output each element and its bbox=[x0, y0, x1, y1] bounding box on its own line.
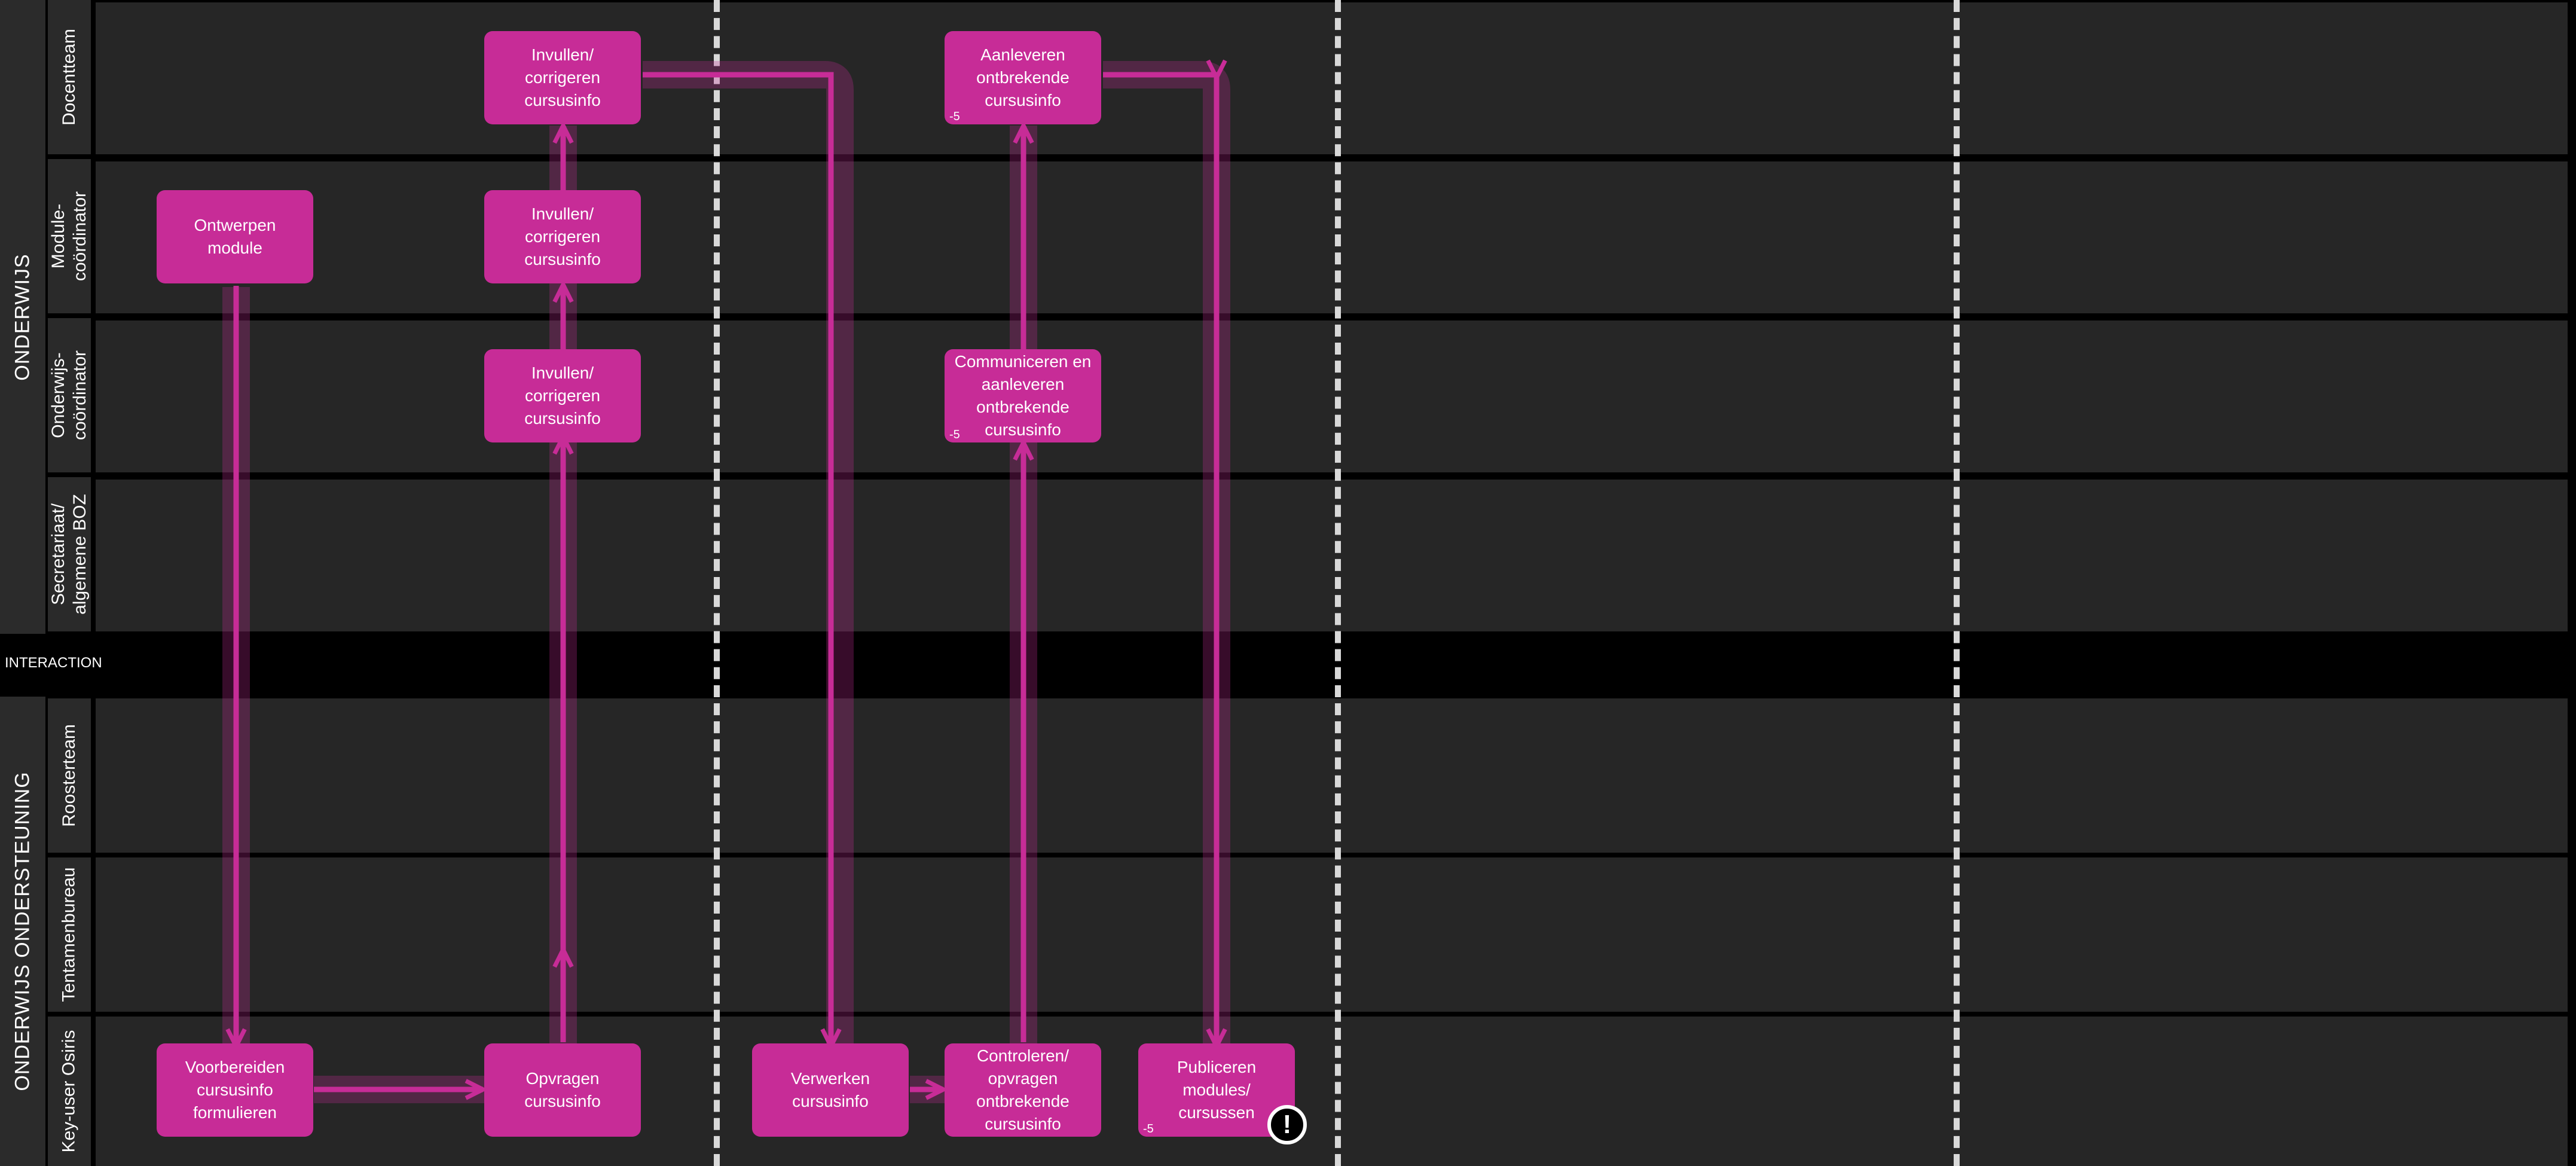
lane-tentamenbureau bbox=[96, 857, 2568, 1012]
step-voorbereiden-cursusinfo-formulieren[interactable]: Voorbereiden cursusinfo formulieren bbox=[157, 1043, 313, 1137]
step-label: Voorbereiden cursusinfo formulieren bbox=[185, 1058, 285, 1122]
step-aanleveren-ontbrekende-cursusinfo[interactable]: Aanleveren ontbrekende cursusinfo -5 bbox=[945, 31, 1101, 124]
step-label: Invullen/ corrigeren cursusinfo bbox=[524, 364, 601, 428]
step-controleren-opvragen[interactable]: Controleren/ opvragen ontbrekende cursus… bbox=[945, 1043, 1101, 1137]
step-label: Controleren/ opvragen ontbrekende cursus… bbox=[976, 1046, 1069, 1133]
step-label: Publiceren modules/ cursussen bbox=[1177, 1058, 1257, 1122]
step-label: Opvragen cursusinfo bbox=[524, 1069, 601, 1110]
group-band-onderwijs bbox=[0, 0, 45, 634]
step-label: Verwerken cursusinfo bbox=[790, 1069, 870, 1110]
warning-icon[interactable]: ! bbox=[1267, 1105, 1307, 1144]
step-label: Aanleveren ontbrekende cursusinfo bbox=[976, 45, 1069, 109]
step-label: Communiceren en aanleveren ontbrekende c… bbox=[954, 352, 1092, 439]
interaction-label: INTERACTION bbox=[5, 655, 102, 671]
phase-divider bbox=[1954, 0, 1960, 1166]
group-band-ondersteuning bbox=[0, 697, 45, 1166]
lane-label-module-coordinator: Module- coördinator bbox=[48, 159, 91, 313]
time-badge: -5 bbox=[1143, 1122, 1154, 1136]
lane-roosterteam bbox=[96, 698, 2568, 853]
time-badge: -5 bbox=[949, 428, 960, 441]
step-ontwerpen-module[interactable]: Ontwerpen module bbox=[157, 190, 313, 283]
lane-label-secretariaat: Secretariaat/ algemene BOZ bbox=[48, 477, 91, 631]
lane-label-onderwijs-coordinator: Onderwijs- coördinator bbox=[48, 318, 91, 472]
step-invullen-onderwijs-coordinator[interactable]: Invullen/ corrigeren cursusinfo bbox=[484, 349, 641, 442]
time-badge: -5 bbox=[949, 110, 960, 123]
step-label: Invullen/ corrigeren cursusinfo bbox=[524, 204, 601, 268]
step-communiceren-aanleveren[interactable]: Communiceren en aanleveren ontbrekende c… bbox=[945, 349, 1101, 442]
lane-label-docentteam: Docentteam bbox=[48, 0, 91, 154]
phase-divider bbox=[1335, 0, 1341, 1166]
lane-label-tentamenbureau: Tentamenbureau bbox=[48, 857, 91, 1012]
lane-secretariaat bbox=[96, 480, 2568, 631]
phase-divider bbox=[714, 0, 720, 1166]
step-invullen-docentteam[interactable]: Invullen/ corrigeren cursusinfo bbox=[484, 31, 641, 124]
lane-label-key-user-osiris: Key-user Osiris bbox=[48, 1017, 91, 1166]
step-verwerken-cursusinfo[interactable]: Verwerken cursusinfo bbox=[752, 1043, 909, 1137]
step-opvragen-cursusinfo[interactable]: Opvragen cursusinfo bbox=[484, 1043, 641, 1137]
step-label: Ontwerpen module bbox=[194, 216, 276, 257]
step-label: Invullen/ corrigeren cursusinfo bbox=[524, 45, 601, 109]
lane-label-roosterteam: Roosterteam bbox=[48, 698, 91, 853]
step-invullen-module-coordinator[interactable]: Invullen/ corrigeren cursusinfo bbox=[484, 190, 641, 283]
